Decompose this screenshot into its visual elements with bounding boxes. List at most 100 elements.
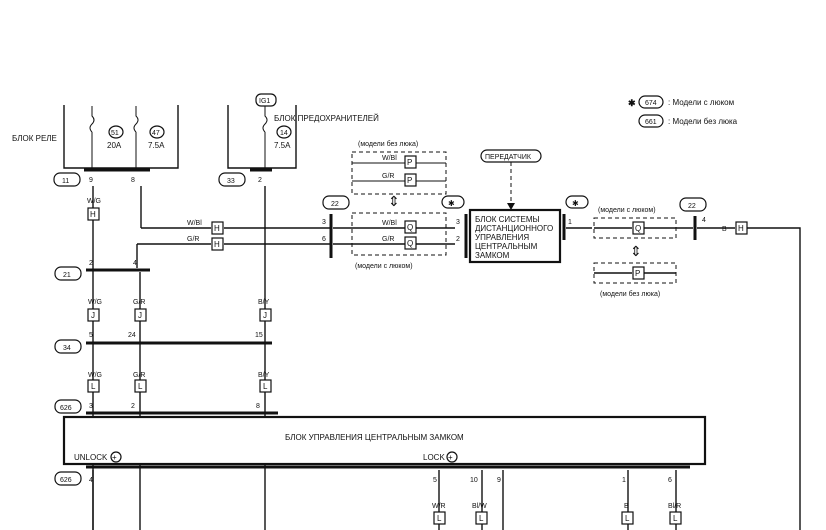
l-wg-connector: L <box>91 382 96 391</box>
remote-pin-3: 3 <box>456 219 460 226</box>
remote-marker-right: ✱ <box>572 199 579 208</box>
relay-pin-8: 8 <box>131 177 135 184</box>
right-top-variant-label: (модели с люком) <box>598 207 656 214</box>
central-lock-unit-title: БЛОК УПРАВЛЕНИЯ ЦЕНТРАЛЬНЫМ ЗАМКОМ <box>285 433 464 442</box>
fuse-connector-33: 33 <box>227 178 235 185</box>
main-wire-wbl-label: W/Bl <box>187 220 202 227</box>
legend-code-with-sunroof: 674 <box>645 100 657 107</box>
junction-22-left-pin-6: 6 <box>322 236 326 243</box>
fuse-14-rating: 7.5A <box>274 141 291 150</box>
connector-626-bottom: 626 <box>60 477 72 484</box>
conn626-bottom-pin-5: 5 <box>433 477 437 484</box>
l-by-connector: L <box>263 382 268 391</box>
left-bottom-row1-connector: Q <box>407 223 413 232</box>
left-top-row2-wire: G/R <box>382 173 394 180</box>
remote-pin-2: 2 <box>456 236 460 243</box>
l-wg-label: W/G <box>88 372 102 379</box>
j-gr-connector: J <box>138 311 142 320</box>
junction-22-left-pin-3: 3 <box>322 219 326 226</box>
relay-block-title: БЛОК РЕЛЕ <box>12 134 57 143</box>
connector-626-top: 626 <box>60 405 72 412</box>
conn626-bottom-pin-1: 1 <box>622 477 626 484</box>
j-wg-connector: J <box>91 311 95 320</box>
conn34-pin-24: 24 <box>128 332 136 339</box>
legend-star: ✱ <box>628 98 636 108</box>
left-top-variant-label: (модели без люка) <box>358 140 418 148</box>
left-top-row1-wire: W/Bl <box>382 155 397 162</box>
fuse-47-number: 47 <box>152 130 160 137</box>
right-updown-arrow-icon: ⇕ <box>630 243 642 259</box>
j-by-label: B/Y <box>258 299 270 306</box>
junction-22-left: 22 <box>331 201 339 208</box>
transmitter-label: ПЕРЕДАТЧИК <box>485 154 532 161</box>
left-updown-arrow-icon: ⇕ <box>388 193 400 209</box>
left-bottom-row2-connector: Q <box>407 239 413 248</box>
main-wire-gr-connector: H <box>214 240 220 249</box>
legend-text-without-sunroof: : Модели без люка <box>668 117 738 126</box>
connector-34: 34 <box>63 345 71 352</box>
j-by-connector: J <box>263 311 267 320</box>
bottom-blr-connector: L <box>673 514 678 523</box>
left-bottom-row2-wire: G/R <box>382 236 394 243</box>
l-gr-label: G/R <box>133 372 145 379</box>
remote-pin-1: 1 <box>568 219 572 226</box>
conn21-pin-2: 2 <box>89 260 93 267</box>
conn626-top-pin-8: 8 <box>256 403 260 410</box>
left-bottom-variant-label: (модели с люком) <box>355 263 413 270</box>
fuse-14-number: 14 <box>280 130 288 137</box>
bottom-b-connector: L <box>625 514 630 523</box>
bottom-b-label: B <box>624 503 629 510</box>
remote-unit-title-1: БЛОК СИСТЕМЫ <box>475 215 540 224</box>
conn626-bottom-pin-10: 10 <box>470 477 478 484</box>
junction-22-right-pin-4: 4 <box>702 217 706 224</box>
fuse-51-rating: 20A <box>107 141 122 150</box>
right-bottom-connector: P <box>635 269 640 278</box>
right-bottom-variant-label: (модели без люка) <box>600 290 660 298</box>
wg-h-label: W/G <box>87 198 101 205</box>
left-top-row1-connector: P <box>407 158 412 167</box>
lock-plus-icon: + <box>448 453 453 462</box>
conn34-pin-5: 5 <box>89 332 93 339</box>
relay-pin-9: 9 <box>89 177 93 184</box>
l-by-label: B/Y <box>258 372 270 379</box>
unlock-label: UNLOCK <box>74 453 108 462</box>
left-bottom-row1-wire: W/Bl <box>382 220 397 227</box>
conn626-bottom-pin-9: 9 <box>497 477 501 484</box>
conn626-bottom-pin-4: 4 <box>89 477 93 484</box>
main-wire-wbl-connector: H <box>214 224 220 233</box>
conn34-pin-15: 15 <box>255 332 263 339</box>
wg-h-connector: H <box>90 210 96 219</box>
main-wire-gr-label: G/R <box>187 236 199 243</box>
j-gr-label: G/R <box>133 299 145 306</box>
wire-b-label: B <box>722 226 727 233</box>
bottom-blr-label: Bl/R <box>668 503 681 510</box>
remote-unit-title-5: ЗАМКОМ <box>475 251 510 260</box>
remote-unit-title-2: ДИСТАНЦИОННОГО <box>475 224 553 233</box>
fuse-block-title: БЛОК ПРЕДОХРАНИТЕЛЕЙ <box>274 114 379 123</box>
unlock-plus-icon: + <box>112 453 117 462</box>
lock-label: LOCK <box>423 453 445 462</box>
fuse-block-supply: IG1 <box>259 98 270 105</box>
conn21-pin-4: 4 <box>133 260 137 267</box>
conn626-bottom-pin-6: 6 <box>668 477 672 484</box>
left-top-row2-connector: P <box>407 176 412 185</box>
junction-22-right: 22 <box>688 203 696 210</box>
fuse-47-rating: 7.5A <box>148 141 165 150</box>
right-top-connector: Q <box>635 224 641 233</box>
l-gr-connector: L <box>138 382 143 391</box>
fuse-pin-2: 2 <box>258 177 262 184</box>
conn626-top-pin-2: 2 <box>131 403 135 410</box>
bottom-blw-connector: L <box>479 514 484 523</box>
relay-connector-11: 11 <box>62 178 69 185</box>
legend-text-with-sunroof: : Модели с люком <box>668 98 734 107</box>
bottom-wr-label: W/R <box>432 503 446 510</box>
j-wg-label: W/G <box>88 299 102 306</box>
conn626-top-pin-3: 3 <box>89 403 93 410</box>
bottom-wr-connector: L <box>437 514 442 523</box>
remote-marker-left: ✱ <box>448 199 455 208</box>
remote-unit-title-4: ЦЕНТРАЛЬНЫМ <box>475 242 538 251</box>
wire-b-connector: H <box>738 224 744 233</box>
fuse-51-number: 51 <box>111 130 119 137</box>
remote-unit-title-3: УПРАВЛЕНИЯ <box>475 233 529 242</box>
